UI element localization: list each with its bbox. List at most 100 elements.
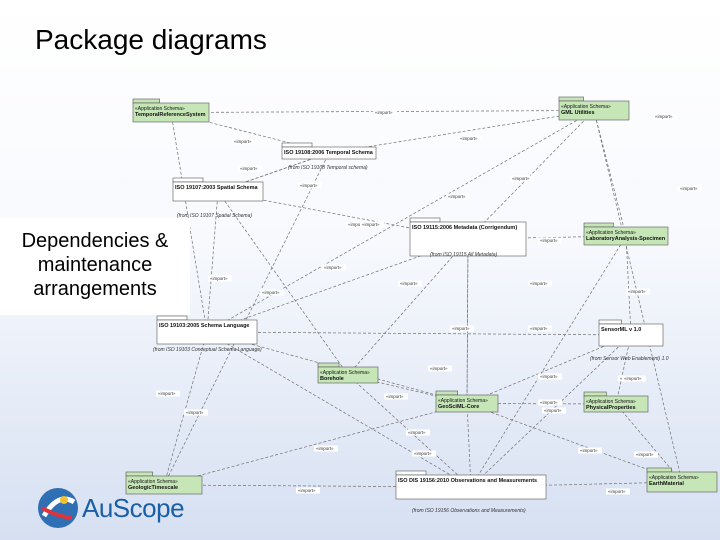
import-label: «import» (408, 430, 426, 435)
dependency-label-bg (653, 113, 677, 120)
package-temporal-reference-system: «Application Schema»TemporalReferenceSys… (132, 98, 210, 123)
dependency-label-bg (538, 399, 562, 406)
package-body (598, 323, 664, 347)
package-tab (646, 467, 672, 473)
import-label: «import» (300, 183, 318, 188)
dependency-label-bg (406, 429, 430, 436)
import-label: «import» (608, 489, 626, 494)
import-label: «import» (540, 374, 558, 379)
auscope-logo-icon (38, 488, 78, 528)
package-iso-19115-metadata: ISO 19115:2006 Metadata (Corrigendum) (409, 217, 527, 257)
dependency-line (206, 331, 472, 488)
package-gml-utilities: «Application Schema»GML Utilities (558, 96, 630, 121)
package-physical-properties: «Application Schema»PhysicalProperties (583, 391, 649, 413)
package-body (435, 394, 499, 413)
package-tab (156, 315, 188, 321)
package-body (317, 366, 379, 384)
import-label: «import» (210, 276, 228, 281)
dependency-label-bg (428, 365, 452, 372)
package-nodes: «Application Schema» TemporalReferenceSys… (125, 96, 718, 514)
package-body (281, 146, 377, 160)
package-body (409, 221, 527, 257)
callout-line-1: Dependencies & (21, 230, 169, 252)
dependency-line (328, 110, 595, 154)
package-sensorml: SensorML v 1.0 (598, 319, 664, 347)
dependency-label-bg (634, 451, 658, 458)
import-label: «import» (580, 448, 598, 453)
callout-line-2: maintenance (37, 254, 153, 276)
dependency-line (163, 331, 208, 486)
package-tab (598, 319, 622, 325)
import-label: «import» (512, 176, 530, 181)
package-geologic-timescale: «Application Schema»GeologicTimescale (125, 471, 203, 495)
package-name: ISO 19107:2003 Spatial Schema (175, 185, 258, 191)
dependency-label-bg (412, 450, 436, 457)
dependency-line (615, 334, 632, 405)
dependency-label-bg (510, 175, 534, 182)
dependency-line (217, 191, 349, 376)
package-tab (125, 471, 153, 477)
import-label: «import» (400, 281, 418, 286)
package-stereotype: «Application Schema» (649, 475, 699, 481)
package-tab (132, 98, 160, 104)
dependency-line (593, 110, 627, 237)
dependency-label-bg (450, 325, 474, 332)
import-label: «import» (158, 391, 176, 396)
dependency-line (467, 110, 595, 240)
package-name: TemporalReferenceSystem (135, 112, 206, 118)
slide-title: Package diagrams (35, 24, 267, 55)
package-body (132, 102, 210, 123)
import-label: «import» (636, 452, 654, 457)
dependency-label-bg (322, 264, 346, 271)
package-name: ISO DIS 19156:2010 Observations and Meas… (398, 478, 537, 484)
package-from-note: (from ISO 19107 Spatial Schema) (177, 213, 252, 219)
import-label: «import» (530, 326, 548, 331)
dependency-label-bg (538, 237, 562, 244)
package-name: LaboratoryAnalysis-Specimen (586, 236, 666, 242)
import-label: «import» (624, 376, 642, 381)
dependency-label-bg (208, 275, 232, 282)
dependency-label-bg (360, 221, 384, 228)
dependency-line (163, 152, 330, 486)
dependency-label-bg (346, 221, 370, 228)
dependency-label-bg (578, 447, 602, 454)
package-iso-19103-schema-language: ISO 19103:2005 Schema Language (156, 315, 258, 345)
dependency-label-bg (232, 138, 256, 145)
import-label: «import» (540, 400, 558, 405)
package-stereotype: «Application Schema» (438, 398, 488, 404)
import-label: «import» (628, 289, 646, 294)
dependency-label-bg (296, 487, 320, 494)
package-body (395, 474, 547, 500)
package-name: ISO 19108:2006 Temporal Schema (284, 150, 374, 156)
dependency-label-bg (542, 407, 566, 414)
dependency-label-bg (606, 488, 630, 495)
dependency-line (206, 331, 632, 336)
dependency-label-bg (528, 325, 552, 332)
import-label: «import» (544, 408, 562, 413)
package-name: Borehole (320, 376, 344, 382)
package-tab (172, 177, 204, 183)
package-name: GeoSciML-Core (438, 404, 479, 410)
dependency-label-bg (384, 393, 408, 400)
dependency-label-bg (458, 135, 482, 142)
package-earth-material: «Application Schema»EarthMaterial (646, 467, 718, 493)
package-from-note: (from ISO 19115 All Metadata) (430, 252, 498, 258)
package-name: EarthMaterial (649, 481, 684, 487)
package-name: GML Utilities (561, 110, 595, 116)
import-label: «import» (540, 238, 558, 243)
package-from-note: (from Sensor Web Enablement) 1.0 (590, 356, 669, 362)
dependency-label-bg (184, 409, 208, 416)
import-label: «import» (262, 290, 280, 295)
import-label: «import» (362, 222, 380, 227)
dependency-line (466, 403, 683, 483)
package-from-note: (from ISO 19156 Observations and Measure… (412, 508, 526, 514)
package-stereotype: «Application Schema» (586, 230, 636, 236)
dependency-line (466, 403, 472, 488)
package-from-note: (from ISO 19103 Conceptual Schema Langua… (153, 347, 262, 353)
package-body (583, 395, 649, 413)
import-label: «import» (240, 166, 258, 171)
dependency-label-bg (678, 185, 702, 192)
package-tab (317, 362, 340, 368)
package-stereotype: «Application Schema» (561, 104, 611, 110)
dependency-label-bg (446, 193, 470, 200)
